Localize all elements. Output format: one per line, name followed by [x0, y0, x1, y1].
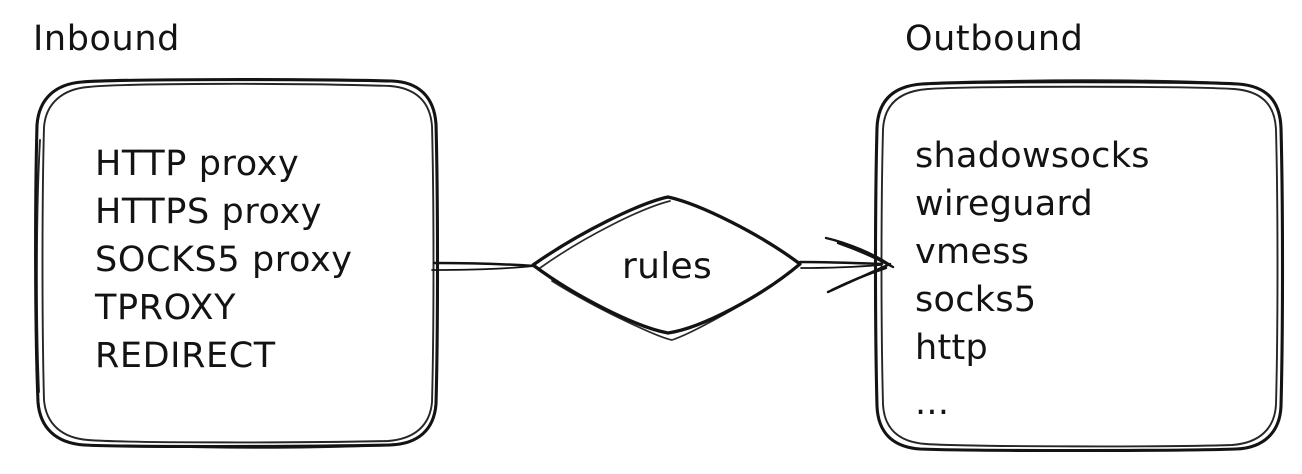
- list-item: HTTP proxy: [95, 144, 299, 184]
- list-item: SOCKS5 proxy: [95, 240, 353, 280]
- inbound-group[interactable]: Inbound HTTP proxy HTTPS proxy SOCKS5 pr…: [33, 19, 440, 449]
- list-item: TPROXY: [94, 288, 236, 328]
- list-item: HTTPS proxy: [95, 192, 322, 232]
- connector-rules-to-outbound[interactable]: [798, 236, 895, 294]
- connector-inbound-to-rules[interactable]: [431, 261, 536, 271]
- list-item: wireguard: [915, 184, 1093, 224]
- list-item: ...: [915, 383, 949, 423]
- arrowhead-icon: [824, 236, 895, 294]
- inbound-title: Inbound: [33, 19, 180, 59]
- rules-node[interactable]: rules: [531, 195, 802, 341]
- list-item: REDIRECT: [95, 336, 276, 376]
- list-item: socks5: [915, 280, 1036, 320]
- outbound-box[interactable]: [873, 79, 1285, 453]
- inbound-list: HTTP proxy HTTPS proxy SOCKS5 proxy TPRO…: [94, 144, 353, 376]
- outbound-list: shadowsocks wireguard vmess socks5 http …: [915, 136, 1150, 423]
- rules-label: rules: [622, 246, 712, 287]
- list-item: shadowsocks: [915, 136, 1150, 176]
- outbound-title: Outbound: [905, 19, 1083, 59]
- inbound-box[interactable]: [34, 78, 440, 449]
- outbound-group[interactable]: Outbound shadowsocks wireguard vmess soc…: [873, 19, 1285, 453]
- list-item: vmess: [915, 232, 1029, 272]
- list-item: http: [915, 328, 988, 368]
